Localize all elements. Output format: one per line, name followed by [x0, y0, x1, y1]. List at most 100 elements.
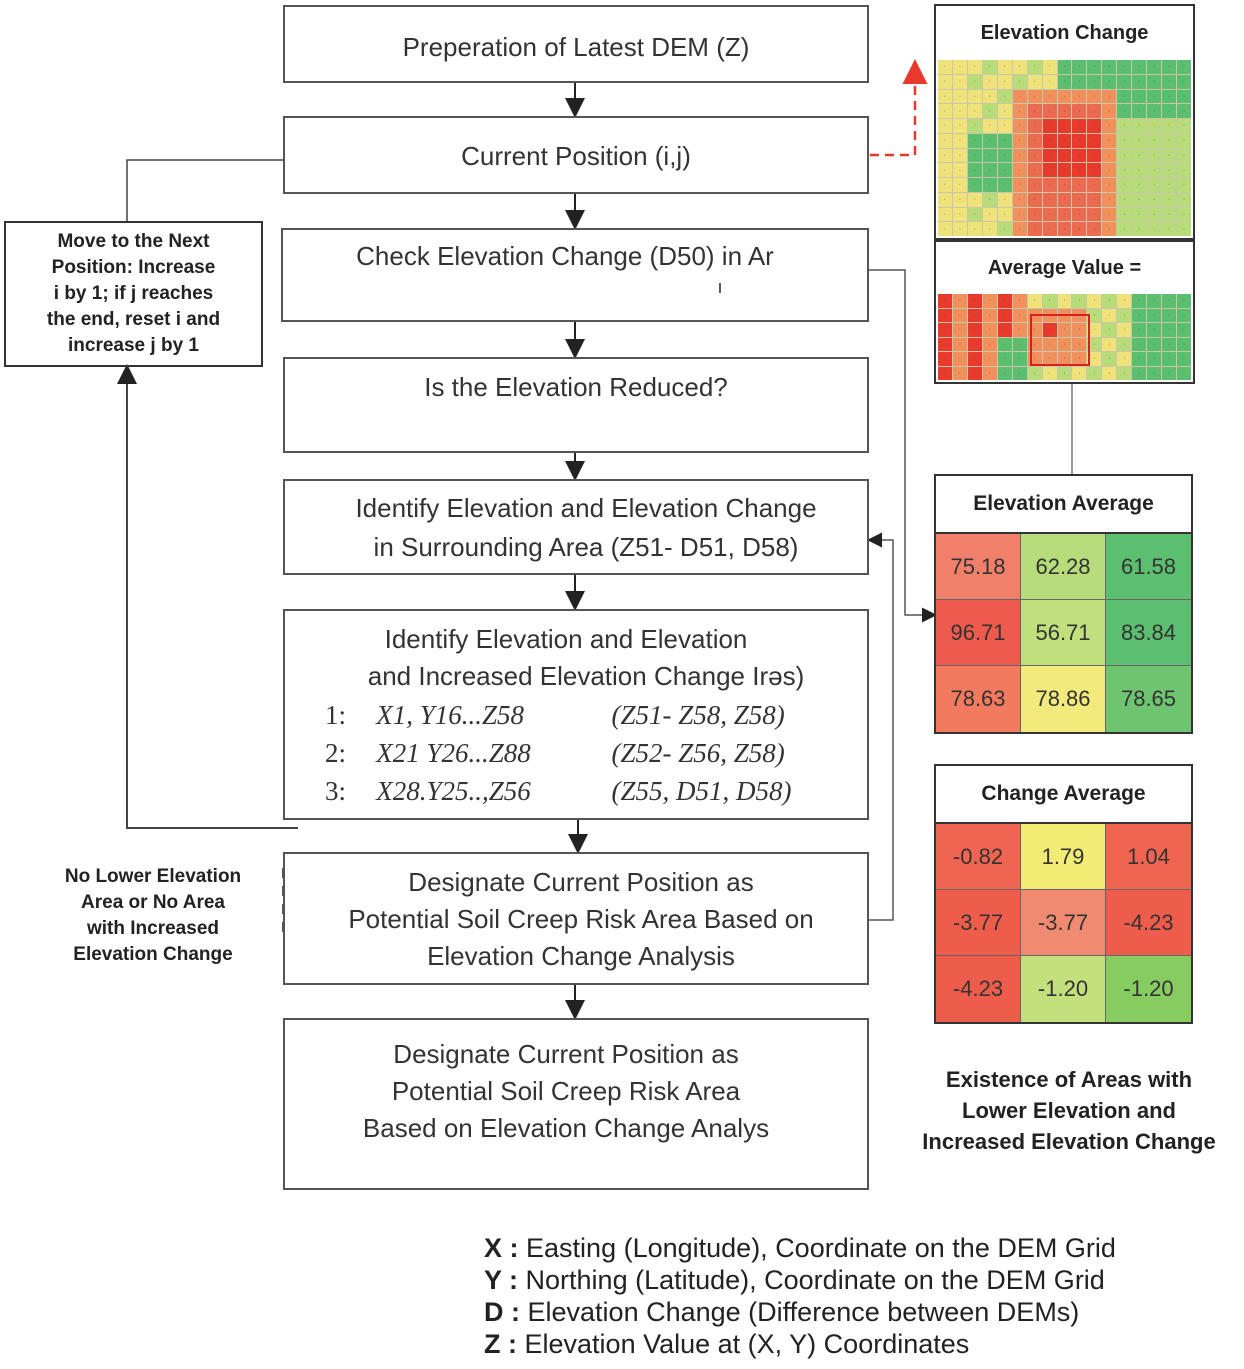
heatmap-cell: · — [1102, 74, 1117, 89]
change-average-cell: -1.20 — [1106, 956, 1191, 1022]
right-connector-1 — [868, 269, 937, 623]
heatmap-cell: · — [1117, 119, 1132, 133]
heatmap-cell: · — [1102, 207, 1117, 222]
heatmap-cell: · — [1072, 178, 1087, 192]
heatmap-cell: · — [997, 89, 1012, 104]
heatmap-cell: · — [967, 178, 982, 192]
heatmap-cell: · — [1012, 133, 1027, 148]
heatmap-cell: · — [1072, 148, 1087, 163]
heatmap-cell: · — [952, 308, 967, 322]
elevation-average-cell: 75.18 — [936, 534, 1021, 600]
elevation-average-cell: 62.28 — [1021, 534, 1106, 600]
heatmap-cell: · — [1102, 366, 1117, 380]
heatmap-cell: · — [1117, 89, 1132, 104]
heatmap-cell: · — [1162, 89, 1177, 104]
heatmap-cell: · — [1042, 294, 1057, 308]
legend-text: Easting (Longitude), Coordinate on the D… — [526, 1233, 1116, 1263]
heatmap-cell: · — [997, 133, 1012, 148]
heatmap-cell: · — [1132, 323, 1147, 337]
heatmap-cell: · — [997, 104, 1012, 118]
heatmap-cell: · — [1072, 89, 1087, 104]
heatmap-cell: · — [1057, 119, 1072, 133]
legend-key: D : — [484, 1297, 520, 1327]
change-average-title: Change Average — [936, 766, 1191, 824]
heatmap-cell: · — [1147, 104, 1162, 118]
step-identify-surrounding-line2: in Surrounding Area (Z51- D51, D58) — [373, 532, 799, 562]
heatmap-cell: · — [1087, 308, 1102, 322]
heatmap-cell: · — [1012, 294, 1027, 308]
heatmap-cell: · — [1027, 222, 1042, 236]
heatmap-cell: · — [1177, 148, 1191, 163]
change-average-cell: -3.77 — [1021, 890, 1106, 956]
heatmap-cell: · — [1057, 74, 1072, 89]
heatmap-cell: · — [938, 178, 952, 192]
step-prepare-dem: Preperation of Latest DEM (Z) — [283, 5, 869, 83]
elevation-average-cell: 56.71 — [1021, 600, 1106, 666]
heatmap-cell: · — [1162, 104, 1177, 118]
heatmap-cell: · — [1057, 222, 1072, 236]
heatmap-cell: · — [1012, 148, 1027, 163]
heatmap-cell: · — [1072, 192, 1087, 207]
heatmap-cell: · — [1072, 323, 1087, 337]
heatmap-cell: · — [1072, 133, 1087, 148]
heatmap-cell: · — [982, 104, 997, 118]
elevation-change-panel: Elevation Change ·······················… — [934, 4, 1195, 240]
heatmap-cell: · — [1132, 366, 1147, 380]
heatmap-cell: · — [1147, 74, 1162, 89]
change-average-cell: -1.20 — [1021, 956, 1106, 1022]
heatmap-cell: · — [1042, 323, 1057, 337]
heatmap-cell: · — [1117, 163, 1132, 177]
heatmap-cell: · — [1102, 308, 1117, 322]
heatmap-cell: · — [997, 323, 1012, 337]
heatmap-cell: · — [982, 207, 997, 222]
heatmap-cell: · — [1162, 192, 1177, 207]
heatmap-cell: · — [1072, 163, 1087, 177]
heatmap-cell: · — [1162, 207, 1177, 222]
right-connector-2 — [867, 532, 894, 921]
step-identify-surrounding-line1: Identify Elevation and Elevation Change — [355, 493, 817, 523]
heatmap-cell: · — [1147, 207, 1162, 222]
heatmap-cell: · — [1012, 222, 1027, 236]
heatmap-cell: · — [1042, 337, 1057, 351]
heatmap-cell: · — [982, 148, 997, 163]
no-lower-line4: Elevation Change — [73, 944, 233, 965]
step-check-elevation-change-text: Check Elevation Change (D50) in Ar — [356, 241, 774, 271]
heatmap-cell: · — [967, 222, 982, 236]
elevation-average-cell: 78.65 — [1106, 666, 1191, 732]
step-elevation-reduced: Is the Elevation Reduced? — [283, 357, 869, 453]
heatmap-cell: · — [1102, 192, 1117, 207]
heatmap-cell: · — [1177, 119, 1191, 133]
heatmap-cell: · — [982, 294, 997, 308]
heatmap-cell: · — [1132, 119, 1147, 133]
heatmap-cell: · — [1027, 192, 1042, 207]
heatmap-cell: · — [1177, 133, 1191, 148]
heatmap-cell: · — [1042, 104, 1057, 118]
legend-key: X : — [484, 1233, 519, 1263]
existence-line2: Lower Elevation and — [962, 1098, 1176, 1123]
heatmap-cell: · — [952, 337, 967, 351]
heatmap-cell: · — [952, 352, 967, 366]
heatmap-cell: · — [997, 308, 1012, 322]
heatmap-cell: · — [1057, 60, 1072, 74]
heatmap-cell: · — [1027, 74, 1042, 89]
heatmap-cell: · — [1057, 163, 1072, 177]
red-dashed-arrow — [870, 59, 928, 157]
heatmap-cell: · — [1012, 352, 1027, 366]
heatmap-cell: · — [1042, 352, 1057, 366]
heatmap-cell: · — [982, 133, 997, 148]
heatmap-cell: · — [1177, 207, 1191, 222]
heatmap-cell: · — [982, 352, 997, 366]
heatmap-cell: · — [1132, 178, 1147, 192]
heatmap-cell: · — [1012, 308, 1027, 322]
heatmap-cell: · — [1042, 133, 1057, 148]
heatmap-cell: · — [1177, 192, 1191, 207]
heatmap-cell: · — [1087, 133, 1102, 148]
heatmap-cell: · — [1162, 352, 1177, 366]
heatmap-cell: · — [938, 294, 952, 308]
existence-line1: Existence of Areas with — [945, 1067, 1193, 1092]
heatmap-cell: · — [952, 222, 967, 236]
heatmap-cell: · — [1102, 294, 1117, 308]
elevation-change-title: Elevation Change — [980, 22, 1149, 44]
move-next-position-box: Move to the Next Position: Increase i by… — [4, 221, 263, 367]
